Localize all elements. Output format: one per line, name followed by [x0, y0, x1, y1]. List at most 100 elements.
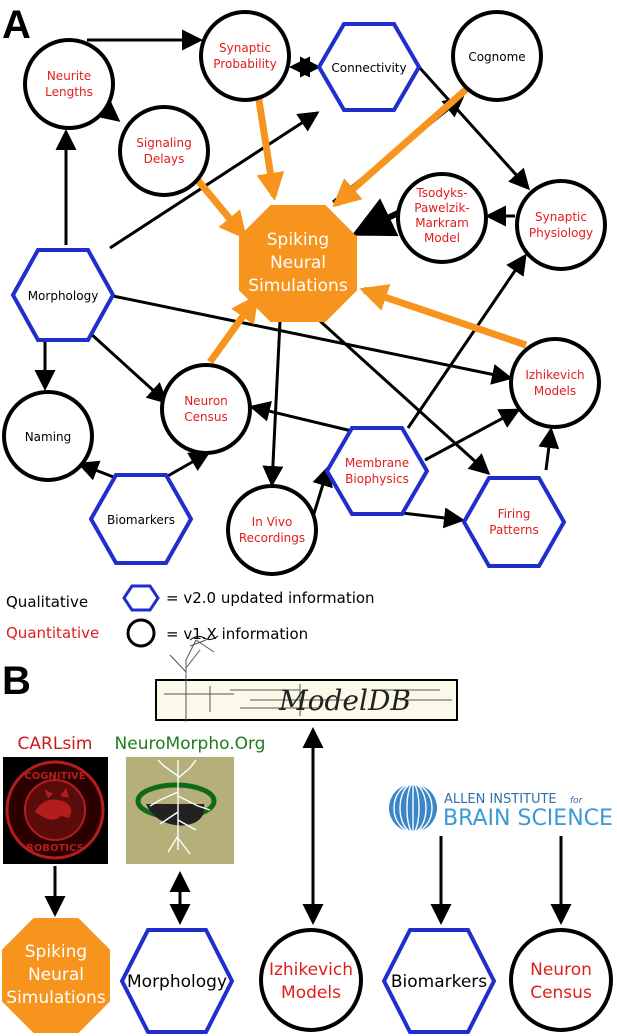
neuron-census-line1: Neuron [184, 394, 228, 408]
edge-membrane-to-firing [401, 507, 465, 529]
bottom-node-biomarkers: Biomarkers [381, 928, 497, 1034]
biomarkers-label: Biomarkers [107, 513, 175, 527]
tpm-line2: Pawelzik- [414, 201, 470, 215]
neurite-lengths-line1: Neurite [47, 69, 91, 83]
modeldb-text: ModelDB [278, 684, 411, 717]
node-membrane-biophysics: Membrane Biophysics [324, 426, 430, 516]
legend-circle-swatch [126, 618, 156, 648]
edge-izhikevich-to-spiking [359, 284, 528, 349]
bottom-biomarkers-label: Biomarkers [391, 972, 487, 992]
node-tpm-model: Tsodyks- Pawelzik- Markram Model [396, 172, 488, 264]
bottom-morphology-label: Morphology [127, 972, 227, 992]
allen-for: for [570, 796, 584, 806]
edge-firing-to-izhikevich [538, 427, 560, 471]
spiking-line2: Neural [270, 253, 326, 273]
firing-line2: Patterns [489, 523, 538, 537]
node-neuron-census: Neuron Census [160, 363, 252, 455]
node-morphology: Morphology [10, 248, 116, 342]
synaptic-physiology-line2: Physiology [529, 226, 593, 240]
panel-a-label: A [2, 3, 31, 47]
synaptic-probability-line2: Probability [213, 57, 276, 71]
node-spiking-neural-simulations: Spiking Neural Simulations [239, 205, 357, 322]
edge-synprob-to-spiking [254, 93, 285, 201]
izhikevich-line1: Izhikevich [525, 368, 584, 382]
neurite-lengths-line2: Lengths [45, 85, 93, 99]
edge-connectivity-to-syn-phys [417, 65, 531, 191]
bottom-node-morphology: Morphology [119, 928, 235, 1034]
edge-morphology-to-connectivity [109, 111, 320, 250]
bottom-izhikevich-line1: Izhikevich [269, 960, 353, 980]
tpm-line3: Markram [415, 216, 469, 230]
firing-line1: Firing [498, 507, 531, 521]
node-in-vivo-recordings: In Vivo Recordings [226, 484, 318, 576]
spiking-line3: Simulations [248, 276, 348, 296]
neuromorpho-logo [126, 757, 234, 864]
node-izhikevich: Izhikevich Models [509, 337, 601, 429]
edge-signaling-to-spiking [193, 175, 248, 240]
edge-biomarkers-to-naming [77, 460, 117, 481]
edge-morphology-to-census [88, 331, 169, 405]
carlsim-label: CARLsim [18, 734, 93, 754]
legend-qualitative: Qualitative [6, 593, 88, 611]
legend: Qualitative Quantitative = v2.0 updated … [6, 584, 375, 648]
bottom-spiking-line2: Neural [28, 965, 84, 985]
cognome-label: Cognome [468, 50, 525, 64]
neuromorpho-label: NeuroMorpho.Org [115, 734, 266, 754]
edge-morphology-to-izhikevich [112, 294, 513, 385]
cognitive-robotics-logo: COGNITIVE ROBOTICS [3, 757, 108, 864]
tpm-line4: Model [424, 231, 460, 245]
edge-spiking-to-firing [318, 319, 491, 476]
bottom-node-spiking: Spiking Neural Simulations [2, 918, 110, 1033]
signaling-delays-line1: Signaling [136, 136, 191, 150]
node-synaptic-probability: Synaptic Probability [199, 10, 291, 102]
edge-membrane-to-izhikevich [424, 408, 521, 462]
node-connectivity: Connectivity [316, 22, 422, 112]
connectivity-label: Connectivity [331, 61, 406, 75]
node-naming: Naming [2, 390, 94, 482]
legend-hex-text: = v2.0 updated information [166, 589, 375, 607]
morphology-label: Morphology [28, 289, 99, 303]
node-signaling-delays: Signaling Delays [118, 105, 210, 197]
node-neurite-lengths: Neurite Lengths [23, 38, 115, 130]
signaling-delays-line2: Delays [144, 152, 185, 166]
edge-biomarkers-to-census [165, 451, 211, 479]
edge-membrane-to-synphys [406, 253, 527, 429]
bottom-census-line2: Census [530, 983, 592, 1003]
node-biomarkers: Biomarkers [88, 473, 194, 565]
neuron-census-line2: Census [184, 410, 227, 424]
synaptic-probability-line1: Synaptic [219, 41, 271, 55]
modeldb-logo: ModelDB [155, 635, 458, 722]
edge-census-to-spiking [207, 294, 259, 365]
node-synaptic-physiology: Synaptic Physiology [515, 179, 607, 271]
edge-invivo-to-membrane [310, 465, 333, 521]
node-cognome: Cognome [451, 10, 543, 102]
spiking-line1: Spiking [267, 230, 329, 250]
edge-cognome-to-spiking [332, 83, 473, 208]
edge-tpm-to-spiking [351, 198, 400, 237]
bottom-spiking-line1: Spiking [25, 942, 87, 962]
membrane-line2: Biophysics [345, 472, 409, 486]
bottom-spiking-line3: Simulations [6, 988, 106, 1008]
node-firing-patterns: Firing Patterns [461, 476, 567, 568]
legend-hexagon-swatch [122, 584, 160, 612]
bottom-node-izhikevich: Izhikevich Models [259, 928, 363, 1032]
panel-b-label: B [2, 659, 31, 703]
legend-circle-text: = v1.X information [166, 625, 308, 643]
edges [34, 29, 572, 925]
in-vivo-line1: In Vivo [252, 515, 293, 529]
synaptic-physiology-line1: Synaptic [535, 210, 587, 224]
naming-label: Naming [25, 430, 72, 444]
legend-quantitative: Quantitative [6, 624, 99, 642]
in-vivo-line2: Recordings [239, 531, 305, 545]
cognitive-bottom-text: ROBOTICS [26, 843, 84, 854]
allen-institute-logo: ALLEN INSTITUTE for BRAIN SCIENCE [389, 783, 613, 833]
bottom-census-line1: Neuron [530, 960, 592, 980]
tpm-line1: Tsodyks- [415, 186, 467, 200]
allen-line1: ALLEN INSTITUTE [444, 792, 557, 807]
bottom-izhikevich-line2: Models [281, 983, 341, 1003]
allen-line2: BRAIN SCIENCE [443, 806, 613, 831]
izhikevich-line2: Models [534, 384, 576, 398]
membrane-line1: Membrane [345, 456, 409, 470]
